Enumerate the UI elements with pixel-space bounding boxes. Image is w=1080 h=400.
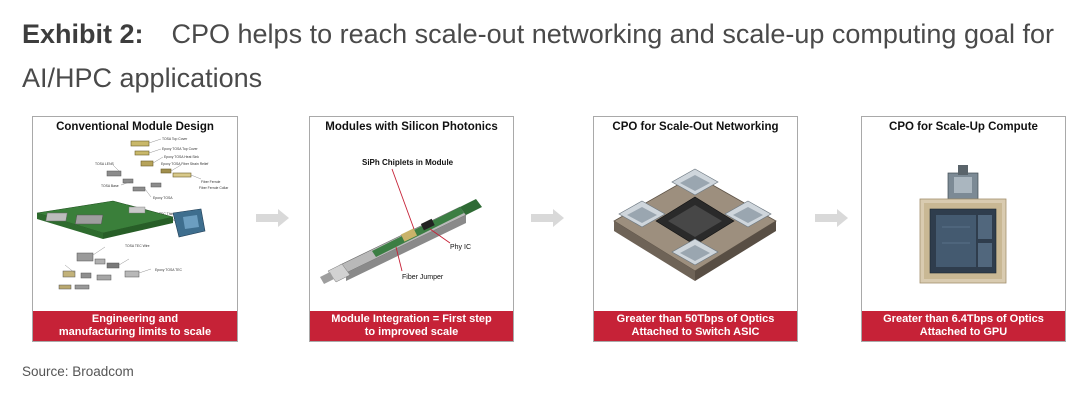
part-label: Epoxy TOSA Heat Sink [164,155,199,159]
arrow-right-icon [531,208,565,233]
panel-conventional-module: Conventional Module Design TOSA Top Cove… [32,116,238,342]
cpo-switch-image [613,168,777,281]
callout-fiber-jumper: Fiber Jumper [402,274,444,281]
part-label: Fiber Ferrule Collar [199,186,229,190]
siph-module-image: SiPh Chiplets in Module Phy IC Fiber Jum… [320,158,482,284]
part-label: TOSA Top Cover [162,137,188,141]
panel-silicon-photonics: Modules with Silicon Photonics SiPh Chip… [309,116,514,342]
panel-title: Conventional Module Design [56,121,214,133]
arrow-right-icon [256,208,290,233]
panel-scale-up-compute: CPO for Scale-Up Compute Greater than 6.… [861,116,1066,342]
panel-scale-out-networking: CPO for Scale-Out Networking Greater tha… [593,116,798,342]
source-note: Source: Broadcom [22,364,134,379]
panel-title: CPO for Scale-Out Networking [612,121,779,133]
part-label: Epoxy TOSA TEC [155,268,182,272]
panel-caption: Engineering and manufacturing limits to … [33,311,237,341]
part-label: Epoxy TOSA [153,196,173,200]
exhibit-label: Exhibit 2: [22,19,144,49]
exhibit-title: Exhibit 2:CPO helps to reach scale-out n… [22,12,1062,100]
conventional-module-exploded-diagram: TOSA Top Cover Epoxy TOSA Top Cover Epox… [36,137,229,290]
arrow-right-icon [815,208,849,233]
part-label: TEC Thin Wire [159,212,181,216]
part-label: Fiber Ferrule [201,180,221,184]
part-label: Epoxy TOSA Fiber Strain Relief [161,162,208,166]
part-label: TOSA TEC Wire [125,244,150,248]
callout-siph-chiplets: SiPh Chiplets in Module [362,158,454,167]
panel-caption: Greater than 6.4Tbps of Optics Attached … [862,311,1065,341]
panel-caption: Module Integration = First step to impro… [310,311,513,341]
panel-title: Modules with Silicon Photonics [325,121,498,133]
panel-title: CPO for Scale-Up Compute [889,121,1038,133]
cpo-gpu-image [919,165,1007,284]
part-label: TOSA LENS [95,162,115,166]
part-label: Epoxy TOSA Top Cover [162,147,198,151]
exhibit-title-text: CPO helps to reach scale-out networking … [22,19,1054,93]
panel-caption: Greater than 50Tbps of Optics Attached t… [594,311,797,341]
part-label: TOSA Base [101,184,119,188]
callout-phy-ic: Phy IC [450,244,471,251]
